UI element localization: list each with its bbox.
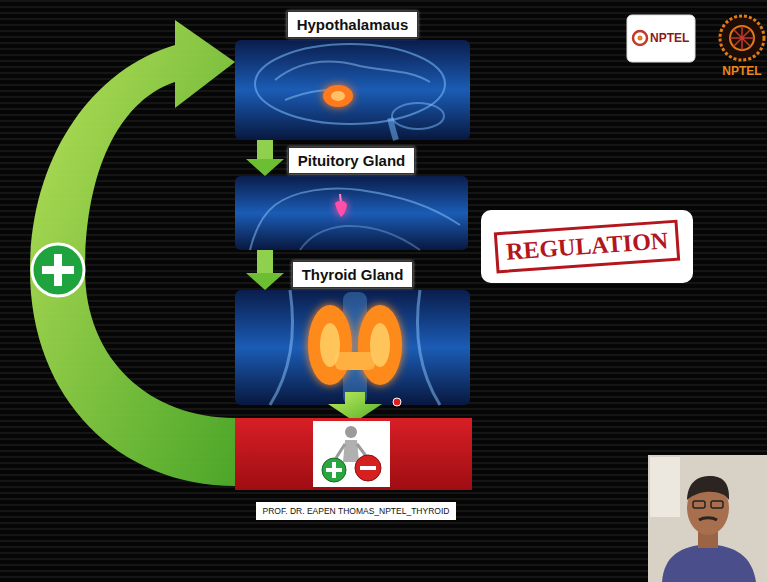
caption: PROF. DR. EAPEN THOMAS_NPTEL_THYROID bbox=[256, 502, 457, 520]
arrow-shaft bbox=[257, 140, 273, 161]
person-glasses bbox=[711, 501, 723, 508]
outcome-band bbox=[235, 418, 472, 490]
feedback-arrow bbox=[30, 20, 235, 486]
brain-outline bbox=[255, 44, 445, 124]
webcam-frame bbox=[648, 455, 767, 582]
organ-panel: Thyroid Gland bbox=[235, 290, 470, 405]
arrow-shaft bbox=[257, 250, 273, 275]
organ-title: Hypothalamaus bbox=[287, 11, 419, 38]
arrow-head bbox=[246, 273, 284, 290]
marker-dot bbox=[393, 398, 401, 406]
stamp-box: REGULATION bbox=[481, 210, 693, 283]
thyroid-highlight bbox=[370, 323, 390, 367]
plus-circle bbox=[32, 244, 84, 296]
organ-panel: Pituitory Gland bbox=[235, 176, 468, 250]
logo-text: NPTEL bbox=[650, 31, 689, 45]
flow-arrow bbox=[246, 250, 284, 290]
thyroid-panel bbox=[235, 290, 470, 405]
minus-symbol bbox=[360, 466, 376, 470]
hypothalamus-organ bbox=[323, 85, 353, 107]
thyroid-lobe bbox=[358, 305, 402, 385]
pituitary-panel bbox=[235, 176, 468, 250]
brain-stem bbox=[390, 118, 396, 140]
head-outline bbox=[250, 189, 460, 250]
person-shirt bbox=[662, 544, 756, 582]
hypothalamus-core bbox=[331, 91, 345, 101]
logo-slot: NPTEL bbox=[722, 64, 761, 78]
cerebellum bbox=[392, 103, 444, 129]
plus-symbol bbox=[326, 468, 342, 472]
figure-card bbox=[313, 421, 390, 487]
organ-panel: Hypothalamaus bbox=[235, 40, 470, 140]
person-moustache bbox=[699, 518, 717, 520]
pituitary-organ bbox=[335, 201, 347, 217]
thyroid-isthmus bbox=[335, 352, 375, 370]
logo-mark bbox=[633, 31, 647, 45]
wheel-logo bbox=[720, 16, 764, 60]
thyroid-highlight bbox=[320, 323, 340, 367]
brain-panel bbox=[235, 40, 470, 140]
neck-outline bbox=[417, 290, 440, 405]
flow-arrow bbox=[246, 140, 284, 176]
stamp-label: REGULATION bbox=[494, 219, 681, 273]
logo-badge bbox=[627, 15, 695, 62]
brain-fold bbox=[275, 62, 430, 82]
arrow-head bbox=[246, 159, 284, 176]
minus-ball bbox=[355, 455, 381, 481]
person-hair bbox=[687, 476, 729, 500]
logo-text: NPTEL bbox=[722, 64, 761, 78]
wheel-logo bbox=[730, 26, 754, 50]
figure-arms bbox=[336, 444, 366, 458]
down-arrow bbox=[328, 392, 382, 422]
webcam-window bbox=[650, 457, 680, 517]
plus-ball bbox=[322, 458, 346, 482]
organ-title: Thyroid Gland bbox=[292, 261, 414, 288]
caption-slot: PROF. DR. EAPEN THOMAS_NPTEL_THYROID bbox=[256, 502, 457, 520]
plus-symbol bbox=[42, 266, 74, 274]
figure-body bbox=[343, 440, 359, 462]
logo-mark bbox=[638, 36, 643, 41]
organ-title: Pituitory Gland bbox=[288, 147, 416, 174]
skull-base bbox=[300, 226, 420, 250]
logo-slot: NPTEL bbox=[650, 31, 689, 45]
neck-outline bbox=[270, 290, 293, 405]
figure-head bbox=[345, 426, 357, 438]
wheel-spokes bbox=[730, 26, 754, 50]
person-glasses bbox=[693, 501, 705, 508]
thyroid-lobe bbox=[308, 305, 352, 385]
